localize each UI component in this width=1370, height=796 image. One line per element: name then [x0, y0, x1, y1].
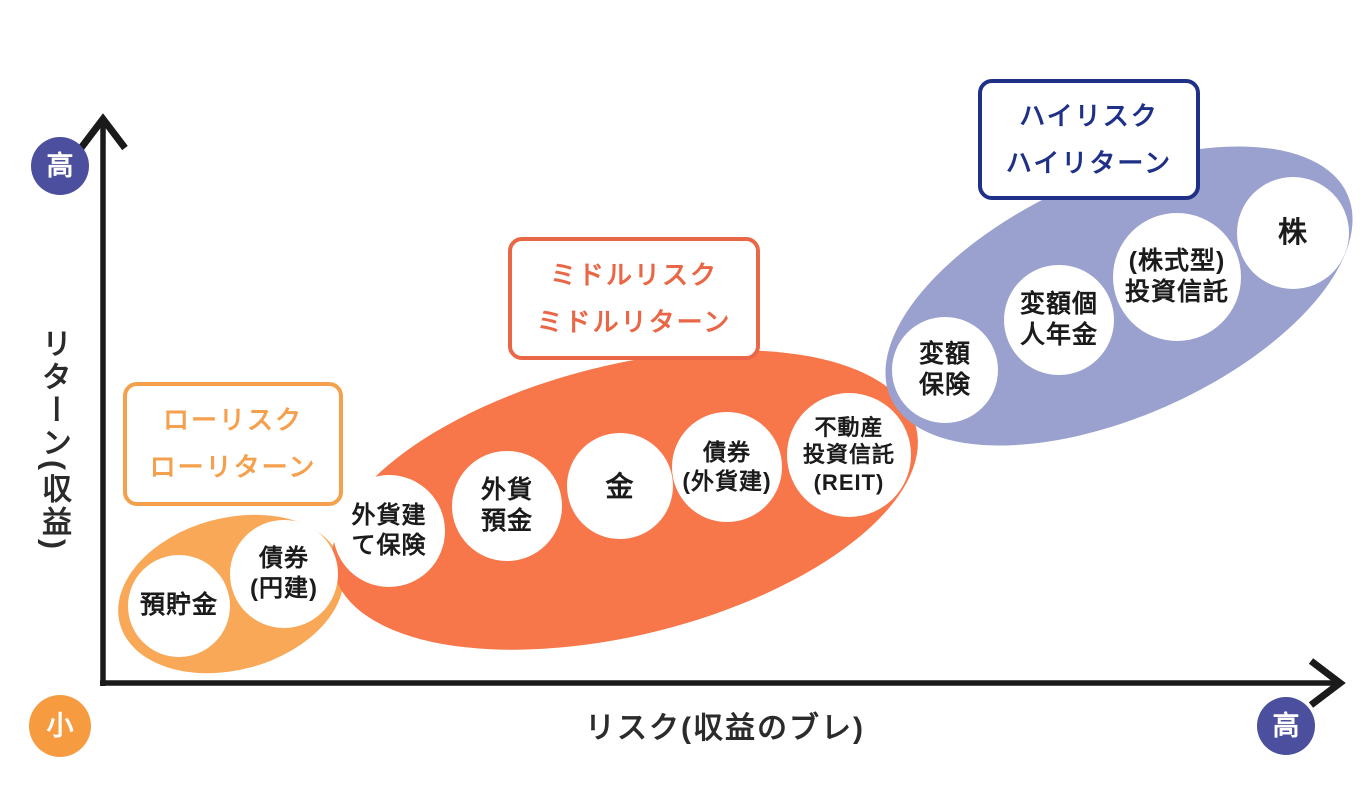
label-line: ハイリスク: [1019, 100, 1159, 131]
item-saiken-gaikadate: 債券 (外貨建): [672, 412, 782, 522]
item-yochokin: 預貯金: [128, 555, 230, 657]
item-label: 外貨建: [351, 502, 427, 529]
item-reit: 不動産 投資信託 (REIT): [787, 393, 911, 517]
label-line: ミドルリスク: [549, 259, 718, 290]
item-saiken-endate: 債券 (円建): [230, 520, 338, 628]
item-hengaku-hoken: 変額 保険: [892, 317, 998, 423]
label-line: ミドルリターン: [536, 306, 732, 337]
low-risk-label-box: ローリスク ローリターン: [123, 382, 343, 506]
item-label: 投資信託: [802, 442, 895, 468]
item-label: 投資信託: [1124, 278, 1229, 306]
item-hengaku-kojin-nenkin: 変額個 人年金: [1004, 265, 1114, 375]
item-label: (円建): [250, 575, 318, 602]
label-line: ハイリターン: [1005, 147, 1173, 178]
y-axis-label: リターン(収益): [37, 328, 70, 552]
item-label: 不動産: [814, 414, 884, 440]
y-axis-high-badge: 高: [31, 137, 89, 195]
item-gaika-yokin: 外貨 預金: [452, 451, 562, 561]
item-label: 預金: [480, 507, 533, 535]
item-label: (REIT): [813, 469, 885, 495]
item-kin: 金: [567, 433, 673, 539]
item-label: 外貨: [480, 475, 533, 504]
middle-risk-label-box: ミドルリスク ミドルリターン: [508, 237, 760, 360]
high-risk-label-box: ハイリスク ハイリターン: [978, 79, 1200, 200]
item-label: 預貯金: [139, 591, 218, 620]
item-label: 保険: [918, 371, 971, 399]
item-label: 金: [605, 470, 635, 502]
x-axis-arrowhead-icon: [1308, 658, 1346, 708]
x-axis-high-badge: 高: [1257, 697, 1315, 755]
y-axis-arrowhead-icon: [78, 113, 128, 151]
item-kabushikigata-toshishintaku: (株式型) 投資信託: [1113, 213, 1241, 341]
item-gaikadate-hoken: 外貨建 て保険: [333, 475, 445, 587]
label-line: ローリスク: [162, 405, 303, 436]
item-label: 債券: [259, 545, 309, 572]
item-label: 債券: [703, 439, 751, 466]
item-label: (株式型): [1128, 246, 1226, 275]
label-line: ローリターン: [149, 452, 317, 482]
item-label: (外貨建): [682, 468, 772, 494]
item-label: 人年金: [1019, 321, 1098, 349]
item-kabu: 株: [1237, 177, 1349, 289]
x-axis-label: リスク(収益のブレ): [585, 712, 865, 745]
item-label: 変額: [918, 339, 971, 368]
item-label: 株: [1277, 216, 1308, 249]
y-axis-low-badge: 小: [29, 695, 91, 757]
item-label: 変額個: [1019, 289, 1098, 318]
item-label: て保険: [351, 532, 427, 559]
